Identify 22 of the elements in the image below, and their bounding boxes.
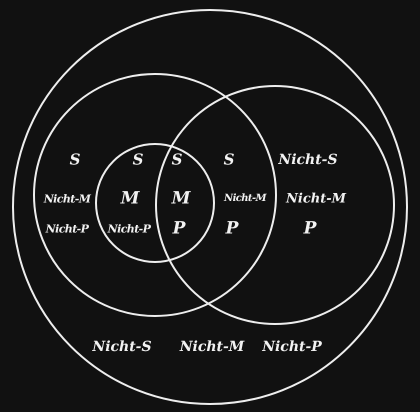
set-circle [95,143,215,263]
region-label: Nicht-S [92,340,152,354]
region-label: S [132,152,144,168]
region-label: Nicht-P [108,224,150,234]
region-label: S [172,152,182,168]
set-circle [12,9,408,405]
region-label: Nicht-M [286,192,346,206]
region-label: M [120,190,140,208]
region-label: P [226,220,238,238]
region-label: Nicht-M [224,194,266,204]
region-label: Nicht-P [46,224,88,234]
region-label: Nicht-M [180,340,244,354]
region-label: P [304,220,316,238]
set-circle [155,85,395,325]
set-circle [33,73,277,317]
region-label: S [224,152,234,168]
region-label: P [172,220,186,238]
region-label: Nicht-P [262,340,322,354]
region-label: S [70,152,80,168]
region-label: M [172,190,190,208]
region-label: Nicht-S [278,153,338,167]
region-label: Nicht-M [44,194,90,204]
